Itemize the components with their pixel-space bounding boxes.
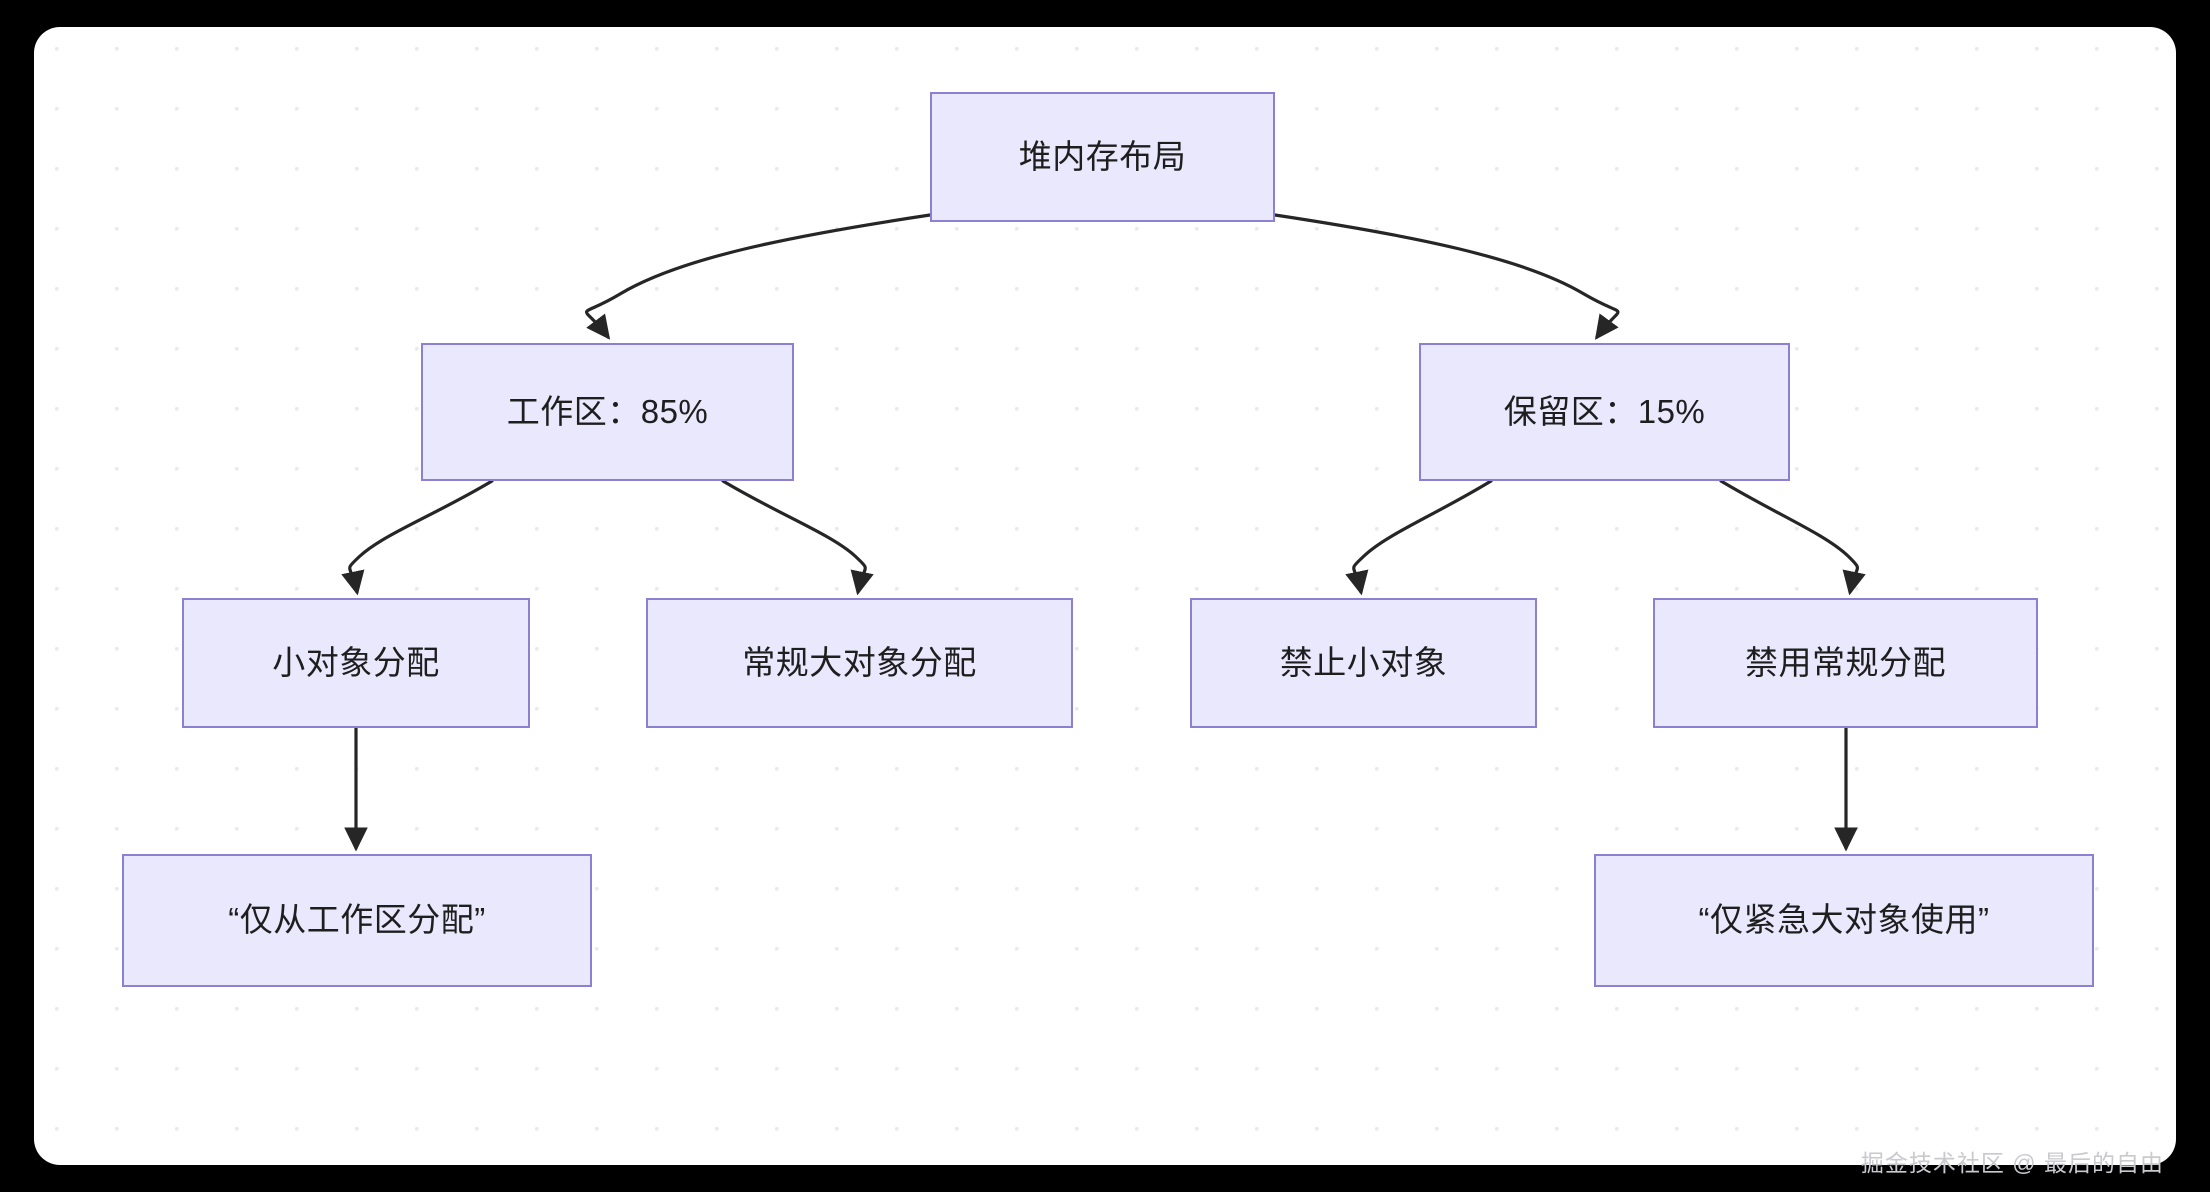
watermark: 掘金技术社区 @ 最后的自由 [1860,1150,2164,1176]
node-emergency-large-objects-only[interactable]: “仅紧急大对象使用” [1594,854,2094,987]
node-label: 禁用常规分配 [1745,643,1946,681]
node-reserved-area[interactable]: 保留区：15% [1419,343,1790,481]
node-label: 禁止小对象 [1279,643,1448,681]
node-label: 堆内存布局 [1018,137,1187,175]
node-small-object-allocation[interactable]: 小对象分配 [182,598,530,728]
node-allocate-only-from-work-area[interactable]: “仅从工作区分配” [122,854,592,987]
node-label: 常规大对象分配 [742,643,977,681]
node-label: “仅从工作区分配” [228,901,486,939]
node-label: 小对象分配 [272,643,440,681]
node-work-area[interactable]: 工作区：85% [421,343,794,481]
node-label: 工作区：85% [506,392,709,430]
node-prohibit-small-objects[interactable]: 禁止小对象 [1190,598,1537,728]
node-disable-regular-allocation[interactable]: 禁用常规分配 [1653,598,2038,728]
node-heap-memory-layout[interactable]: 堆内存布局 [930,92,1275,222]
node-label: “仅紧急大对象使用” [1698,901,1990,939]
node-regular-large-object-allocation[interactable]: 常规大对象分配 [646,598,1073,728]
node-label: 保留区：15% [1503,392,1706,430]
